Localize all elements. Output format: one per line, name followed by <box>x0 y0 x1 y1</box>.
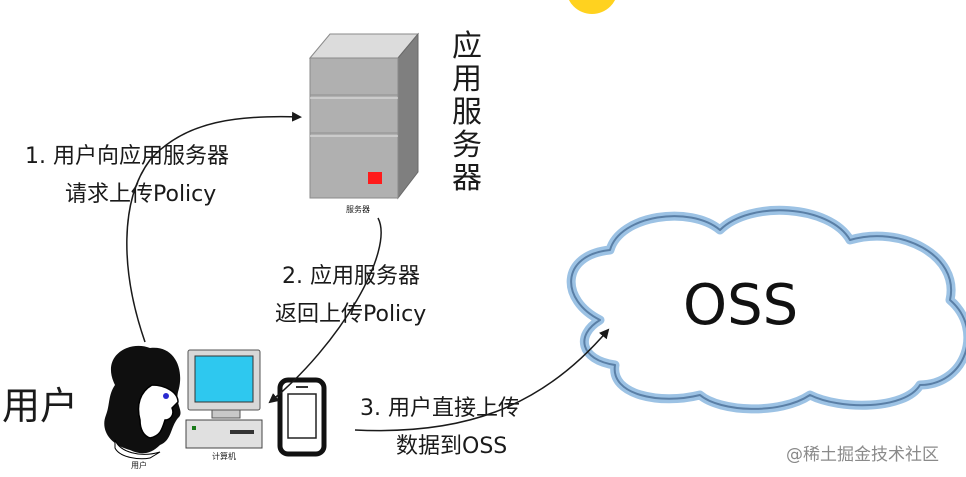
step3-label-line1: 3. 用户直接上传 <box>360 396 520 421</box>
step3-label-line2: 数据到OSS <box>396 434 508 459</box>
user-label: 用户 <box>2 384 79 428</box>
step1-label-line1: 1. 用户向应用服务器 <box>25 144 229 169</box>
user-person-caption: 用户 <box>131 461 147 470</box>
oss-cloud-outline <box>570 209 966 410</box>
step2-label-line2: 返回上传Policy <box>275 302 427 327</box>
oss-label: OSS <box>683 273 799 338</box>
computer-caption: 计算机 <box>212 452 236 461</box>
step2-label-line1: 2. 应用服务器 <box>282 264 420 289</box>
arrow-step1 <box>126 111 302 343</box>
server-icon <box>308 32 420 200</box>
phone-icon <box>277 377 327 457</box>
watermark: @稀土掘金技术社区 <box>786 445 939 465</box>
server-indicator-light <box>368 172 382 184</box>
arrow-step2 <box>268 217 382 404</box>
user-person-icon <box>104 345 181 460</box>
step1-label-line2: 请求上传Policy <box>65 182 217 207</box>
server-sublabel: 服务器 <box>346 205 370 214</box>
computer-icon <box>185 349 263 449</box>
server-label: 应用服务器 <box>452 29 482 196</box>
arrow-step3 <box>354 328 610 432</box>
sun-icon <box>568 0 616 14</box>
